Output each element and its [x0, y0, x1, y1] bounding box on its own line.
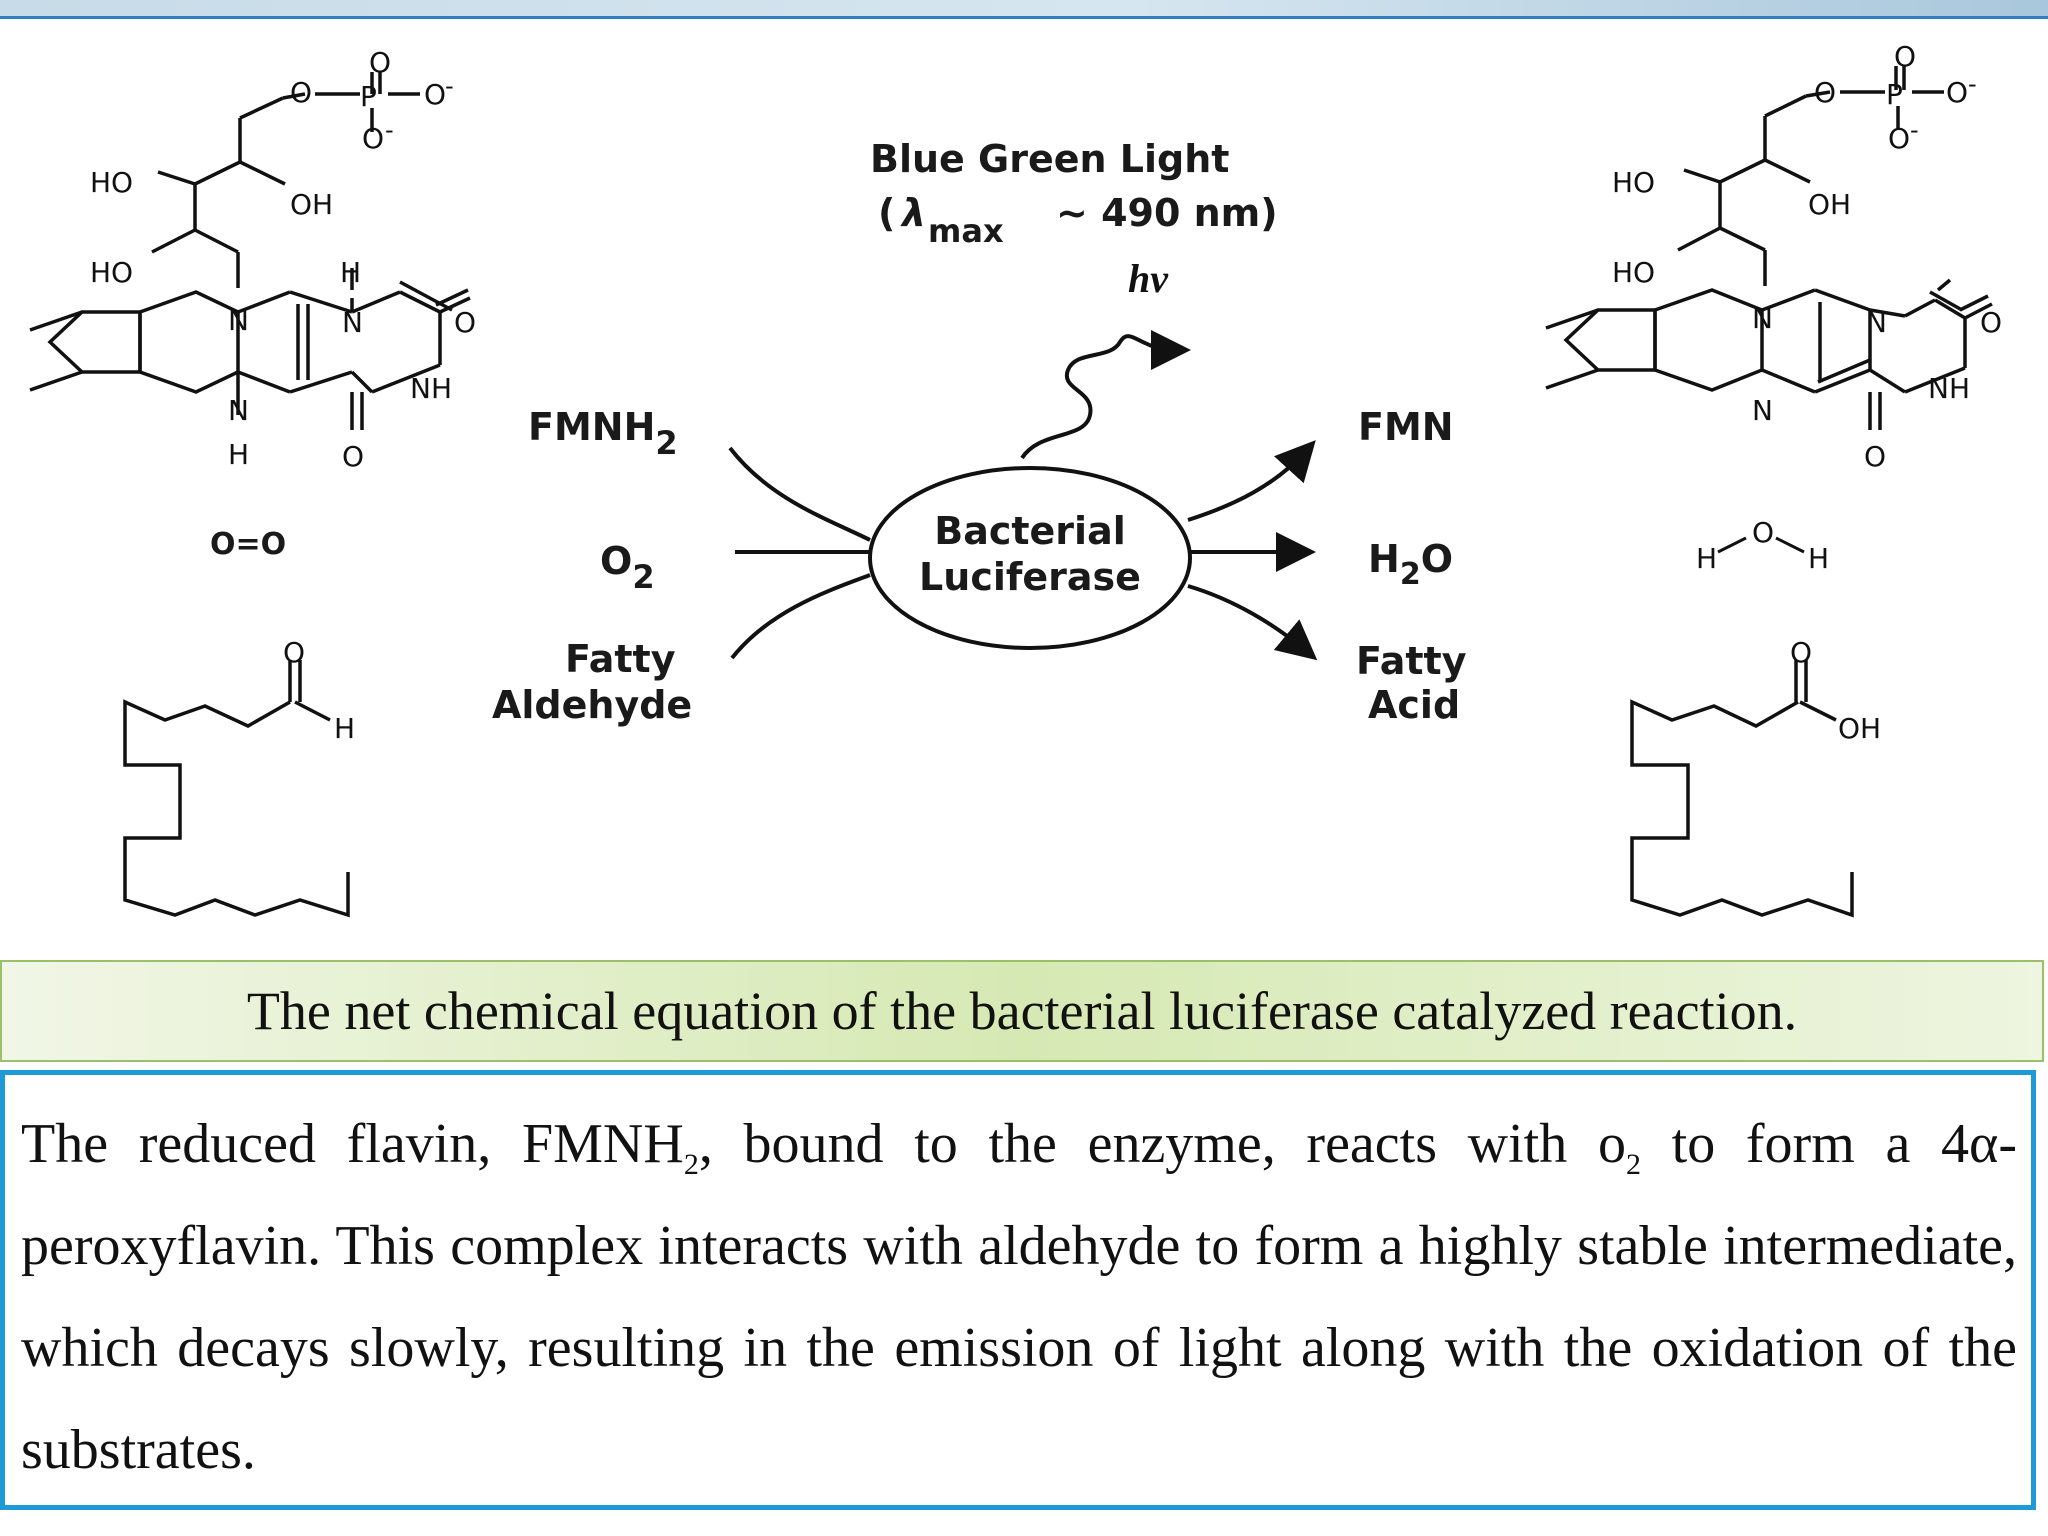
wavelength-value: ~ 490 nm) — [1056, 191, 1278, 235]
atom-o: O — [1814, 76, 1836, 109]
substrate-o2: O2 — [600, 539, 655, 596]
lambda-symbol: λ — [900, 191, 926, 235]
atom-n: N — [342, 306, 363, 339]
atom-oh: OH — [290, 188, 333, 221]
enzyme-label-line2: Luciferase — [919, 555, 1141, 599]
atom-p: P — [1886, 78, 1903, 111]
caption-text: The net chemical equation of the bacteri… — [246, 981, 1798, 1041]
atom-n: N — [228, 394, 249, 427]
atom-o: O — [1894, 40, 1916, 73]
substrate-fmnh2: FMNH2 — [528, 405, 678, 462]
substrate-arrow-fmnh2 — [728, 446, 871, 542]
atom-o: O — [342, 440, 364, 473]
description-box: The reduced flavin, FMNH2, bound to the … — [0, 1070, 2036, 1510]
substrate-fatty: Fatty — [565, 637, 676, 681]
light-label: Blue Green Light ( λ max ~ 490 nm) hv — [870, 137, 1278, 301]
charge-minus: - — [445, 72, 454, 100]
product-arrow-fmn — [1187, 440, 1316, 522]
right-water: H O H — [1696, 516, 1829, 575]
substrate-aldehyde: Aldehyde — [492, 683, 692, 727]
charge-minus: - — [1910, 116, 1919, 144]
atom-o: O — [1980, 306, 2002, 339]
fmnh2-structure — [29, 72, 471, 430]
top-band — [0, 0, 2048, 19]
atom-p: P — [360, 80, 377, 113]
enzyme-ellipse — [868, 466, 1192, 650]
atom-n: N — [228, 304, 249, 337]
atom-o: O — [1864, 440, 1886, 473]
product-acid: Acid — [1368, 683, 1460, 727]
photon-wave — [1020, 329, 1191, 460]
aldehyde-h: H — [334, 712, 355, 745]
product-h2o: H2O — [1368, 537, 1453, 592]
substrate-arrow-aldehyde — [730, 573, 871, 660]
atom-h: H — [228, 438, 249, 471]
atom-ho: HO — [90, 256, 133, 289]
caption-bar: The net chemical equation of the bacteri… — [0, 960, 2044, 1062]
acid-o: O — [1790, 636, 1812, 669]
atom-o: O — [369, 46, 391, 79]
atom-o: O — [454, 306, 476, 339]
atom-ho: HO — [1612, 166, 1655, 199]
atom-o: O — [290, 76, 312, 109]
acid-oh: OH — [1838, 712, 1881, 745]
light-title: Blue Green Light — [870, 137, 1229, 181]
left-aldehyde-chain — [123, 699, 350, 918]
atom-o: O — [362, 122, 384, 155]
hv-symbol: hv — [1128, 256, 1169, 301]
atom-n: N — [1866, 306, 1887, 339]
svg-text:O: O — [1752, 516, 1774, 549]
atom-n: N — [1752, 394, 1773, 427]
atom-o: O — [1888, 122, 1910, 155]
atom-oh: OH — [1808, 188, 1851, 221]
product-arrow-acid — [1187, 584, 1318, 661]
enzyme-label-line1: Bacterial — [934, 509, 1126, 553]
fmn-atoms: O O P O - O - HO OH HO N N O NH N O — [1612, 40, 2002, 473]
atom-ho: HO — [1612, 256, 1655, 289]
left-oxygen-label: O=O — [210, 527, 286, 562]
charge-minus: - — [1968, 70, 1977, 98]
product-fatty: Fatty — [1356, 639, 1467, 683]
reaction-diagram: O O P O - O - HO OH HO N H N O NH N H O … — [29, 40, 2002, 918]
product-fmn: FMN — [1358, 405, 1454, 449]
atom-h: H — [340, 256, 361, 289]
atom-n: N — [1752, 302, 1773, 335]
right-acid-chain — [1630, 699, 1854, 918]
svg-text:H: H — [1696, 542, 1717, 575]
light-paren: ( — [878, 191, 895, 235]
atom-o: O — [424, 78, 446, 111]
aldehyde-o: O — [283, 636, 305, 669]
atom-nh: NH — [410, 372, 452, 405]
lambda-max: max — [928, 212, 1004, 250]
fmnh2-atoms: O O P O - O - HO OH HO N H N O NH N H O — [90, 46, 476, 473]
charge-minus: - — [385, 116, 394, 144]
description-text: The reduced flavin, FMNH2, bound to the … — [21, 1113, 2018, 1481]
atom-ho: HO — [90, 166, 133, 199]
atom-o: O — [1946, 76, 1968, 109]
svg-text:H: H — [1808, 542, 1829, 575]
atom-nh: NH — [1928, 372, 1970, 405]
fmn-structure — [1545, 66, 1993, 430]
